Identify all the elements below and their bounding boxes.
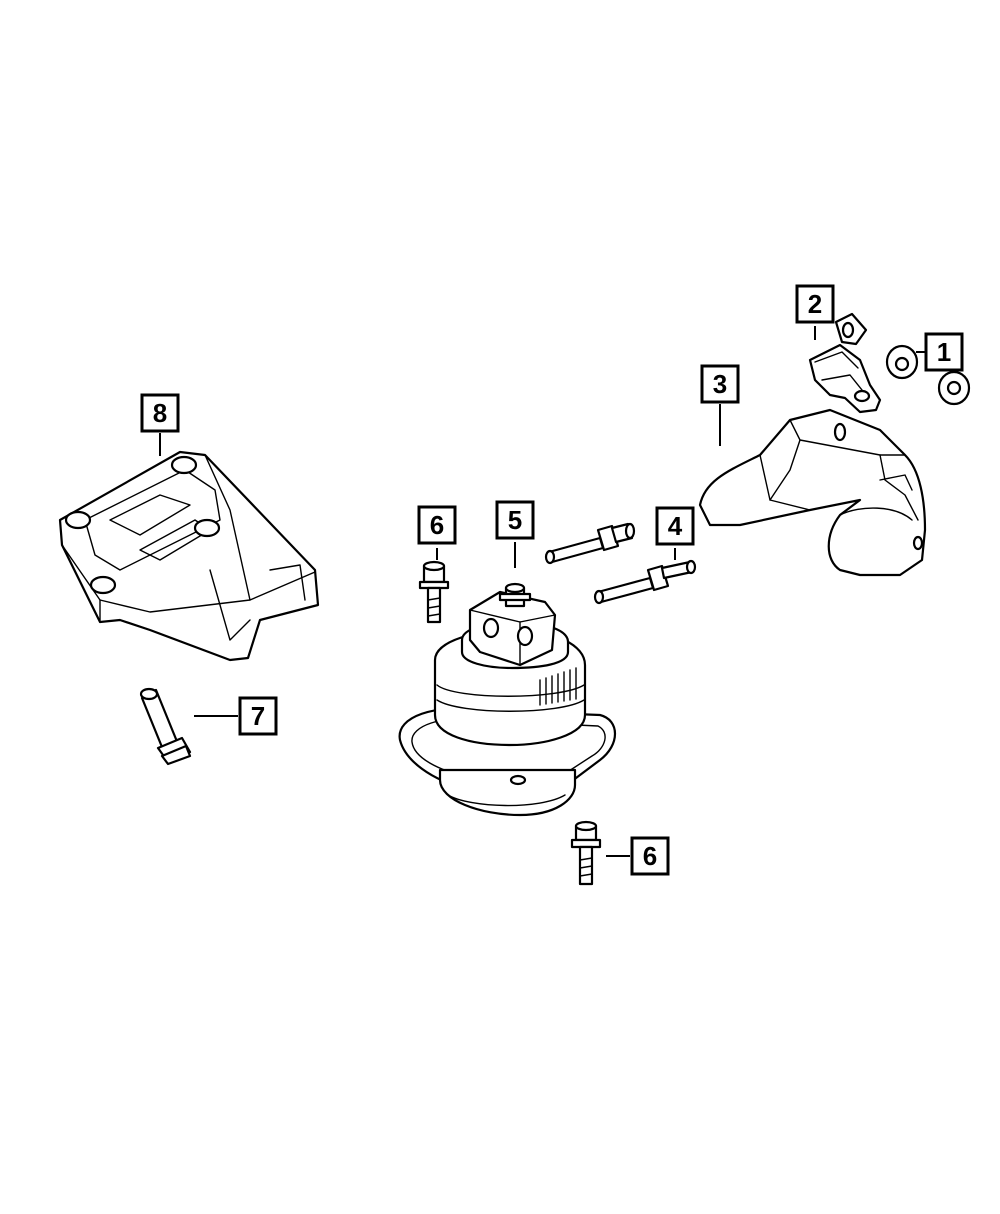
callout-5-box xyxy=(495,500,535,540)
callout-8: 8 xyxy=(140,393,180,433)
callout-5-label: 5 xyxy=(508,505,522,535)
callout-3-label: 3 xyxy=(713,369,727,399)
callout-6-lower: 6 xyxy=(630,836,670,876)
callout-8-box xyxy=(140,393,180,433)
leader-lines xyxy=(159,326,926,857)
callout-3-box xyxy=(700,364,740,404)
callout-8-label: 8 xyxy=(153,398,167,428)
callout-6-lower-box xyxy=(630,836,670,876)
part-6-bolt-lower xyxy=(570,820,602,886)
part-5-engine-mount xyxy=(398,582,616,817)
callout-1-box xyxy=(924,332,964,372)
callout-2-box xyxy=(795,284,835,324)
callout-6-upper-box xyxy=(417,505,457,545)
part-8-bracket xyxy=(58,450,320,662)
callout-7: 7 xyxy=(238,696,278,736)
part-3-heat-shield xyxy=(698,408,927,577)
callout-6-lower-label: 6 xyxy=(643,841,657,871)
part-7-bolt xyxy=(139,687,192,766)
callout-7-box xyxy=(238,696,278,736)
part-1-nuts xyxy=(885,344,971,406)
callout-4: 4 xyxy=(655,506,695,546)
callout-6-upper-label: 6 xyxy=(430,510,444,540)
callout-4-box xyxy=(655,506,695,546)
callout-3: 3 xyxy=(700,364,740,404)
callout-1: 1 xyxy=(924,332,964,372)
callout-6-upper: 6 xyxy=(417,505,457,545)
part-6-bolt-upper xyxy=(418,560,450,624)
callout-7-label: 7 xyxy=(251,701,265,731)
callout-2: 2 xyxy=(795,284,835,324)
part-4-studs xyxy=(544,522,697,605)
part-2-ground-strap xyxy=(808,312,882,414)
callout-1-label: 1 xyxy=(937,337,951,367)
callout-5: 5 xyxy=(495,500,535,540)
callout-4-label: 4 xyxy=(668,511,683,541)
callout-2-label: 2 xyxy=(808,289,822,319)
